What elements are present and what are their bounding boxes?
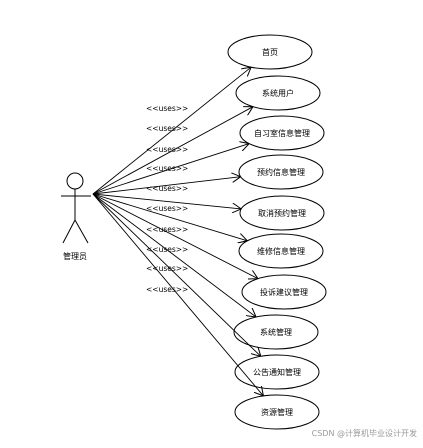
use-case-6: 投诉建议管理 <<uses>> bbox=[92, 193, 327, 310]
association-line bbox=[92, 193, 256, 317]
use-case-5: 维修信息管理 <<uses>> bbox=[92, 193, 324, 269]
actor-head bbox=[66, 172, 84, 190]
uses-label: <<uses>> bbox=[146, 184, 188, 193]
use-case-ellipse bbox=[234, 394, 320, 430]
use-case-9: 资源管理 <<uses>> bbox=[92, 193, 320, 430]
use-case-8: 公告通知管理 <<uses>> bbox=[92, 193, 320, 390]
use-cases: 首页<<uses>>系统用户<<uses>>自习室信息管理<<uses>>预约信… bbox=[92, 34, 327, 430]
use-case-ellipse bbox=[238, 233, 324, 269]
use-case-label: 维修信息管理 bbox=[257, 246, 305, 256]
uses-label: <<uses>> bbox=[146, 285, 188, 294]
use-case-ellipse bbox=[227, 34, 313, 70]
use-case-label: 首页 bbox=[262, 47, 278, 57]
use-case-7: 系统管理 <<uses>> bbox=[92, 193, 319, 350]
use-case-ellipse bbox=[239, 195, 325, 231]
association-line bbox=[92, 144, 249, 195]
uses-label: <<uses>> bbox=[146, 225, 188, 234]
use-case-label: 预约信息管理 bbox=[257, 167, 305, 177]
watermark: CSDN @计算机毕业设计开发 bbox=[311, 429, 417, 438]
uses-label: <<uses>> bbox=[146, 124, 188, 133]
actor-figure: 管理员 bbox=[61, 172, 91, 261]
use-case-label: 投诉建议管理 bbox=[260, 287, 308, 297]
use-case-4: 取消预约管理 <<uses>> bbox=[92, 184, 325, 231]
use-case-ellipse bbox=[238, 154, 324, 190]
uses-label: <<uses>> bbox=[146, 264, 188, 273]
association-line bbox=[92, 107, 253, 195]
association-line bbox=[92, 193, 247, 241]
use-case-label: 资源管理 bbox=[261, 407, 293, 417]
uses-label: <<uses>> bbox=[146, 145, 188, 154]
use-case-ellipse bbox=[241, 274, 327, 310]
uses-label: <<uses>> bbox=[146, 164, 188, 173]
use-case-2: 自习室信息管理 <<uses>> bbox=[92, 115, 325, 195]
use-case-3: 预约信息管理 <<uses>> bbox=[92, 154, 324, 195]
uses-label: <<uses>> bbox=[146, 245, 188, 254]
association-line bbox=[92, 193, 263, 396]
use-case-label: 系统用户 bbox=[262, 88, 294, 98]
uses-label: <<uses>> bbox=[146, 204, 188, 213]
use-case-label: 取消预约管理 bbox=[258, 208, 306, 218]
actor-right-leg bbox=[74, 219, 89, 244]
use-case-ellipse bbox=[239, 115, 325, 151]
use-case-ellipse bbox=[235, 75, 321, 111]
use-case-label: 公告通知管理 bbox=[253, 367, 301, 377]
association-line bbox=[92, 193, 258, 279]
use-case-label: 系统管理 bbox=[260, 327, 292, 337]
use-case-ellipse bbox=[234, 354, 320, 390]
use-case-1: 系统用户 <<uses>> bbox=[92, 75, 321, 195]
use-case-label: 自习室信息管理 bbox=[254, 128, 310, 138]
uses-label: <<uses>> bbox=[146, 104, 188, 113]
use-case-0: 首页 <<uses>> bbox=[92, 34, 313, 195]
association-line bbox=[92, 193, 261, 356]
actor-left-leg bbox=[62, 219, 76, 244]
use-case-ellipse bbox=[233, 314, 319, 350]
association-line bbox=[92, 193, 241, 209]
association-line bbox=[92, 177, 241, 195]
actor-label: 管理员 bbox=[63, 251, 87, 261]
association-line bbox=[92, 67, 251, 195]
